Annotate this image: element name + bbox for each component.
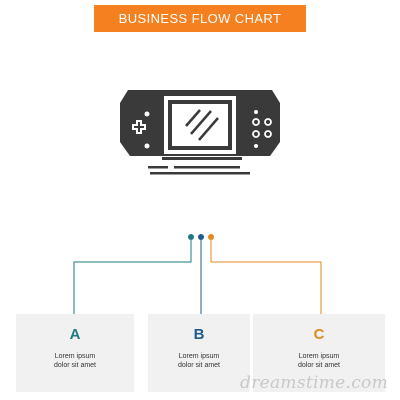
- card-c-background: [253, 314, 385, 392]
- step-c-line1: Lorem ipsum: [298, 353, 340, 360]
- card-a-background: [16, 314, 134, 392]
- step-b-line2: dolor sit amet: [177, 362, 221, 369]
- step-b-line1: Lorem ipsum: [178, 353, 220, 360]
- connector-line-a: [73, 240, 192, 314]
- step-card-c: C Lorem ipsum dolor sit amet: [253, 314, 385, 392]
- step-letter-b: B: [193, 326, 205, 343]
- connector-line-c: [210, 240, 322, 314]
- step-c-line2: dolor sit amet: [297, 362, 341, 369]
- step-text-b: Lorem ipsum dolor sit amet: [164, 352, 234, 370]
- connector-dot-c: [208, 234, 214, 240]
- step-letter-a: A: [69, 326, 81, 343]
- connector-dot-a: [188, 234, 194, 240]
- card-b-background: [148, 314, 250, 392]
- step-a-line2: dolor sit amet: [53, 362, 97, 369]
- step-card-a: A Lorem ipsum dolor sit amet: [16, 314, 134, 392]
- handheld-game-console-icon: [120, 90, 280, 175]
- banner-title: BUSINESS FLOW CHART: [118, 11, 282, 26]
- step-text-c: Lorem ipsum dolor sit amet: [284, 352, 354, 370]
- step-text-a: Lorem ipsum dolor sit amet: [40, 352, 110, 370]
- watermark: dreamstime.com: [240, 373, 388, 393]
- step-letter-c: C: [313, 326, 325, 343]
- step-card-b: B Lorem ipsum dolor sit amet: [148, 314, 250, 392]
- step-a-line1: Lorem ipsum: [54, 353, 96, 360]
- banner-background: [94, 5, 306, 32]
- connector-dot-b: [198, 234, 204, 240]
